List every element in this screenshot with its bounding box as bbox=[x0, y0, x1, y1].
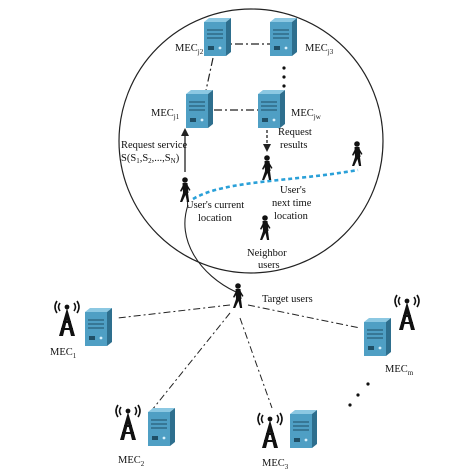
server-icon bbox=[289, 409, 318, 449]
target-users-label: Target users bbox=[262, 294, 313, 305]
walking-person-icon bbox=[180, 177, 191, 202]
ellipsis-dot bbox=[282, 66, 286, 70]
mec-3-label: MEC3 bbox=[262, 458, 289, 471]
walking-person-icon bbox=[260, 215, 271, 240]
request-service-label: Request service bbox=[121, 140, 188, 151]
mec-jw-label: MECjw bbox=[291, 108, 322, 121]
mec-m-label: MECm bbox=[385, 364, 414, 377]
tower-icon bbox=[115, 404, 141, 441]
server-icon bbox=[363, 317, 392, 357]
link-user-mec2 bbox=[151, 312, 231, 411]
mec-1-label: MEC1 bbox=[50, 347, 77, 360]
link-j2-j1 bbox=[204, 57, 214, 96]
next-location-label-3: location bbox=[274, 211, 309, 222]
mec-j3-label: MECj3 bbox=[305, 43, 334, 56]
next-location-label-1: User's bbox=[280, 185, 306, 196]
link-user-mec1 bbox=[117, 304, 231, 319]
link-user-mec3 bbox=[239, 317, 273, 409]
server-icon bbox=[84, 307, 113, 347]
server-icon bbox=[203, 17, 232, 57]
mec-j1-label: MECj1 bbox=[151, 108, 180, 121]
tower-icon bbox=[54, 300, 80, 337]
walking-person-icon bbox=[262, 155, 273, 180]
server-icon bbox=[185, 89, 214, 129]
current-location-label-1: User's current bbox=[186, 200, 244, 211]
coverage-circle bbox=[118, 8, 384, 274]
arrow-head-icon bbox=[181, 128, 189, 136]
server-icon bbox=[257, 89, 286, 129]
request-results-label-2: results bbox=[280, 140, 307, 151]
user-trajectory-path bbox=[192, 168, 359, 201]
next-location-label-2: next time bbox=[272, 198, 312, 209]
tower-icon bbox=[394, 294, 420, 331]
server-icon bbox=[147, 407, 176, 447]
ellipsis-dot bbox=[348, 403, 352, 407]
request-results-label-1: Request bbox=[278, 127, 312, 138]
ellipsis-dot bbox=[356, 393, 360, 397]
current-location-label-2: location bbox=[198, 213, 233, 224]
ellipsis-dot bbox=[366, 382, 370, 386]
zoom-connector-line bbox=[184, 204, 237, 293]
walking-person-icon bbox=[352, 141, 363, 166]
walking-person-icon bbox=[233, 283, 244, 308]
ellipsis-dot bbox=[282, 75, 286, 79]
mec-2-label: MEC2 bbox=[118, 455, 145, 468]
mec-j2-label: MECj2 bbox=[175, 43, 204, 56]
ellipsis-dot bbox=[282, 84, 286, 88]
tower-icon bbox=[257, 412, 283, 449]
neighbor-users-label-1: Neighbor bbox=[247, 248, 287, 259]
arrow-head-icon bbox=[263, 144, 271, 152]
request-service-set-label: S(S1,S2,...,SN) bbox=[121, 153, 180, 165]
neighbor-users-label-2: users bbox=[258, 260, 280, 271]
link-user-mecm bbox=[247, 304, 361, 329]
server-icon bbox=[269, 17, 298, 57]
